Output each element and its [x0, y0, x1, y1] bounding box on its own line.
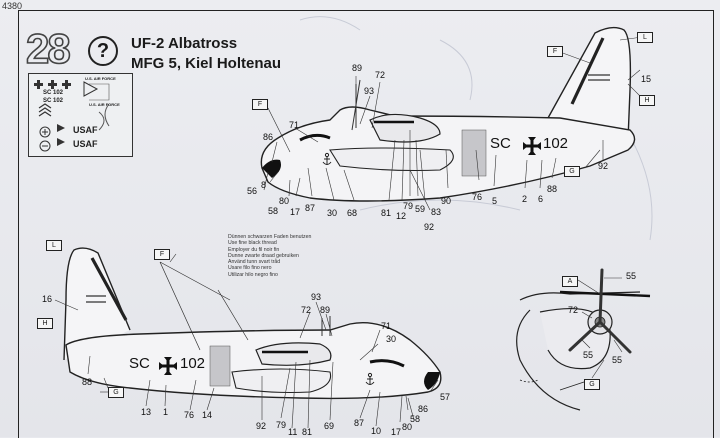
part-label: 5 [492, 196, 498, 206]
callout-box-f: F [547, 46, 563, 57]
callout-box-g: G [584, 379, 600, 390]
callout-box-l: L [46, 240, 62, 251]
part-label: 6 [538, 194, 544, 204]
callout-box-f: F [154, 249, 170, 260]
callout-box-h: H [37, 318, 53, 329]
part-label: 89 [352, 63, 363, 73]
cross-decal-icon [34, 80, 43, 89]
part-label: 14 [202, 410, 213, 420]
fuselage-number-top: 102 [543, 135, 569, 152]
callout-box-g: G [564, 166, 580, 177]
part-label: 68 [347, 208, 358, 218]
part-label: 55 [583, 350, 594, 360]
part-label: 69 [324, 421, 335, 431]
part-label: 55 [626, 271, 637, 281]
part-label: 17 [290, 207, 301, 217]
decal-sheet-thumbnail: SC 102 SC 102 U.S. AIR FORCE U.S. AIR FO… [28, 73, 133, 157]
aircraft-side-view-bottom [54, 247, 442, 429]
part-label: 79 [403, 201, 414, 211]
fuselage-number-bottom: 102 [180, 355, 206, 372]
part-label: 15 [641, 74, 652, 84]
part-label: 30 [386, 334, 397, 344]
part-label: 58 [268, 206, 279, 216]
fuselage-code-top: SC [490, 135, 511, 152]
part-label: 17 [391, 427, 402, 437]
part-label: 58 [410, 414, 421, 424]
part-label: 81 [302, 427, 313, 437]
part-label: 71 [381, 321, 392, 331]
page-frame [18, 10, 714, 438]
part-label: 79 [276, 420, 287, 430]
part-label: 12 [396, 211, 407, 221]
part-label: 93 [311, 292, 322, 302]
help-symbol: ? [88, 36, 118, 66]
step-number: 28 [25, 25, 71, 72]
cross-insignia-icon [159, 357, 177, 375]
aircraft-side-view-top [260, 26, 651, 211]
title-aircraft: UF-2 Albatross [131, 35, 238, 52]
part-label: 1 [163, 407, 169, 417]
decal-sheet-graphic [34, 80, 110, 152]
callout-box-g: G [108, 387, 124, 398]
engine-detail-view [516, 268, 651, 411]
part-label: 81 [381, 208, 392, 218]
thread-note: Dünnen schwarzen Faden benutzen Use fine… [228, 234, 312, 278]
part-label: 13 [141, 407, 152, 417]
cross-decal-icon [48, 80, 57, 89]
part-label: 87 [354, 418, 365, 428]
cross-insignia-icon [523, 137, 541, 155]
part-label: 72 [301, 305, 312, 315]
part-label: 76 [472, 192, 483, 202]
decal-usaf: USAF [73, 125, 98, 135]
part-label: 88 [82, 377, 93, 387]
part-label: 92 [424, 222, 435, 232]
part-label: 2 [522, 194, 528, 204]
part-label: 92 [256, 421, 267, 431]
part-label: 76 [184, 410, 195, 420]
decal-code: SC 102 [43, 90, 64, 96]
part-label: 16 [42, 294, 53, 304]
part-label: 80 [402, 422, 413, 432]
callout-box-f: F [252, 99, 268, 110]
part-label: 80 [279, 196, 290, 206]
fuselage-code-bottom: SC [129, 355, 150, 372]
part-label: 86 [418, 404, 429, 414]
part-label: 59 [415, 204, 426, 214]
cross-decal-icon [62, 80, 71, 89]
part-label: 30 [327, 208, 338, 218]
part-label: 10 [371, 426, 382, 436]
part-label: 72 [568, 305, 579, 315]
part-label: 11 [288, 427, 298, 437]
decal-small-text: U.S. AIR FORCE [89, 102, 120, 107]
part-label: 55 [612, 355, 623, 365]
part-label: 93 [364, 86, 375, 96]
title-unit: MFG 5, Kiel Holtenau [131, 55, 282, 72]
part-label: 71 [289, 120, 300, 130]
anchor-icon [322, 152, 332, 165]
part-label: 89 [320, 305, 331, 315]
page-number: 4380 [2, 1, 23, 11]
anchor-icon [365, 372, 375, 385]
callout-box-l: L [637, 32, 653, 43]
part-label: 88 [547, 184, 558, 194]
part-label: 86 [263, 132, 274, 142]
decal-usaf: USAF [73, 139, 98, 149]
decal-code: SC 102 [43, 98, 64, 104]
part-label: 87 [305, 203, 316, 213]
part-label: 90 [441, 196, 452, 206]
part-label: 72 [375, 70, 386, 80]
part-label: 56 [247, 186, 258, 196]
callout-box-a: A [562, 276, 578, 287]
part-label: 92 [598, 161, 609, 171]
part-label: 83 [431, 207, 442, 217]
part-label: 57 [440, 392, 451, 402]
callout-box-h: H [639, 95, 655, 106]
part-label: 8 [261, 180, 267, 190]
decal-small-text: U.S. AIR FORCE [85, 76, 116, 81]
